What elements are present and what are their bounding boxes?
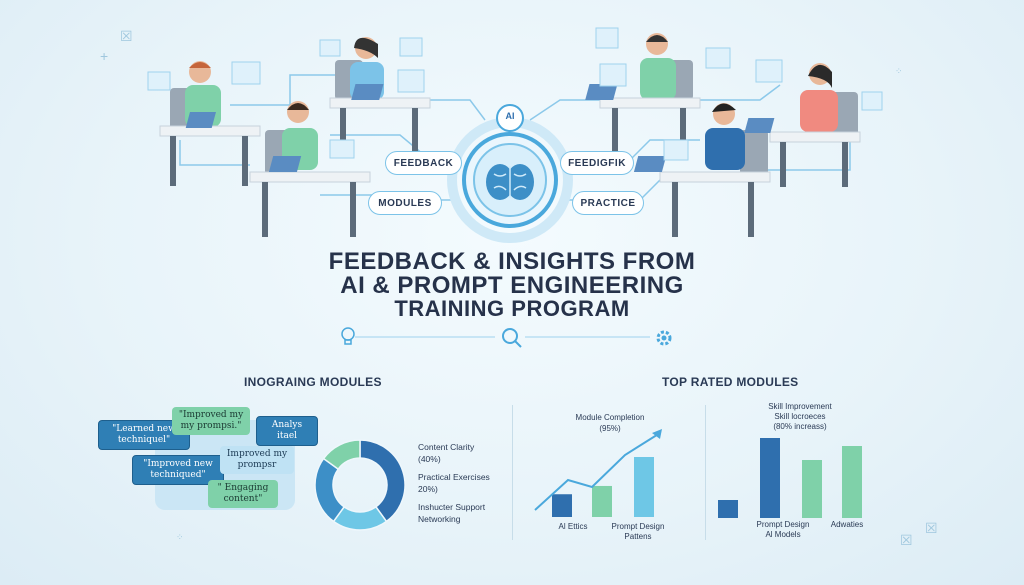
chart1-trend-line [534,432,661,511]
trainee-figure-4 [585,33,701,156]
decor-box-icon: ☒ [900,532,913,548]
gear-icon [656,330,672,346]
donut-slice-4 [322,439,361,471]
chart1-x-label-2: Prompt Design Pattens [611,522,665,541]
section-divider-1 [512,405,513,540]
chart1-label-2: (95%) [599,424,621,433]
trainee-figure-5 [633,103,771,237]
decor-plus-icon: + [100,48,109,64]
chart2-bar-2 [760,438,780,518]
legend-content-clarity-pct: (40%) [418,454,441,464]
donut-slice-1 [359,439,406,523]
chart2-x-label-3: Adwaties [830,520,864,529]
legend-content-clarity: Content Clarity [418,442,475,452]
feedback-bubble-6: " Engaging content" [208,480,278,508]
left-section-title: INOGRAING MODULES [244,375,382,389]
decor-box-icon: ☒ [120,28,133,44]
modules-pill: MODULES [368,191,442,215]
feedback-bubble-2: "Improved my my prompsi." [172,407,250,435]
chart2-label-2: Skill locroeces [774,412,826,421]
lightbulb-icon [341,327,355,345]
feedback-pill-left: FEEDBACK [385,151,462,175]
brain-icon [486,164,534,200]
chart1-label-1: Module Completion [575,413,645,422]
hub-ai-label: AI [505,111,515,121]
feedback-bubble-5: Improved my prompsr [220,446,294,474]
donut-chart [314,439,406,531]
module-completion-chart [534,429,662,517]
chart1-bar-1 [552,494,572,517]
title-divider [355,336,650,338]
legend-practical-exercises-pct: 20%) [418,484,438,494]
legend-instructor-support: Inshucter Support [418,502,486,512]
skill-improvement-chart [718,438,862,518]
decor-dots-icon: ⁘ [895,66,903,76]
chart2-x-label-1: Prompt Design [756,520,810,529]
trainee-figure-1 [159,61,261,186]
legend-practical-exercises: Practical Exercises [418,472,490,482]
search-icon [502,328,522,348]
section-divider-2 [705,405,706,540]
chart2-bar-4 [842,446,862,518]
chart2-bar-3 [802,460,822,518]
decor-dots-icon: ⁘ [176,532,184,542]
chart2-label-3: (80% increass) [773,422,827,431]
page-title-line-2: AI & PROMPT ENGINEERING [340,272,684,299]
chart1-bar-2 [592,485,612,517]
feedback-pill-right: FEEDIGFIK [560,151,634,175]
feedback-bubble-3: Analys itael [256,416,318,446]
chart1-x-label-1: Al Ettics [558,522,588,531]
chart1-trend-arrowhead [652,429,662,439]
right-section-title: TOP RATED MODULES [662,375,799,389]
page-title-line-3: TRAINING PROGRAM [394,296,630,321]
trainee-figure-3 [249,101,371,237]
network-illustration [147,27,883,243]
trainee-figure-6 [744,63,861,187]
chart2-bar-1 [718,500,738,518]
trainee-figure-2 [329,37,431,156]
chart2-label-1: Skill Improvement [768,402,832,411]
legend-networking: Networking [418,514,461,524]
decor-box-icon: ☒ [925,520,938,536]
practice-pill: PRACTICE [572,191,644,215]
chart1-bar-3 [634,457,654,517]
page-title-line-1: FEEDBACK & INSIGHTS FROM [328,248,696,275]
chart2-x-label-2: Al Models [765,530,801,539]
